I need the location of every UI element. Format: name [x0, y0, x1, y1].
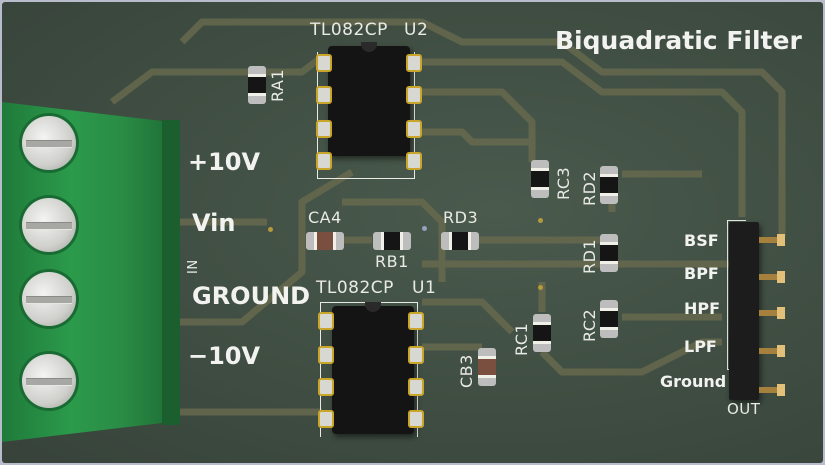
input-terminal-block[interactable]	[2, 102, 182, 442]
via	[422, 226, 427, 231]
out-label-bpf: BPF	[684, 264, 719, 283]
resistor-rc3[interactable]	[531, 160, 549, 198]
connector-ref-out: OUT	[727, 400, 761, 418]
pin-label-minus10v: −10V	[188, 342, 261, 370]
capacitor-cb3[interactable]	[478, 348, 496, 386]
pin-label-vin: Vin	[192, 209, 236, 237]
resistor-ra1[interactable]	[248, 66, 266, 104]
resistor-rc2[interactable]	[600, 300, 618, 338]
resistor-rc1[interactable]	[533, 314, 551, 352]
ic-u1-ref: U1	[412, 278, 437, 298]
board-title: Biquadratic Filter	[555, 26, 802, 55]
out-label-ground: Ground	[660, 372, 727, 391]
pin-label-plus10v: +10V	[188, 148, 261, 176]
label-rc2: RC2	[580, 308, 599, 342]
via	[268, 227, 273, 232]
trace	[179, 18, 786, 237]
ic-u1[interactable]	[332, 302, 414, 434]
via	[538, 218, 543, 223]
via	[538, 285, 543, 290]
header-pin-hpf[interactable]	[759, 307, 785, 319]
trace	[342, 198, 446, 282]
header-pin-bsf[interactable]	[759, 234, 785, 246]
label-rd3: RD3	[443, 208, 479, 227]
resistor-rb1[interactable]	[373, 232, 411, 250]
header-pin-lpf[interactable]	[759, 345, 785, 357]
label-ra1: RA1	[268, 68, 287, 102]
trace	[422, 88, 536, 162]
pin-label-ground: GROUND	[192, 282, 311, 310]
out-label-bsf: BSF	[684, 231, 719, 250]
ic-u2-value: TL082CP	[310, 20, 388, 40]
label-cb3: CB3	[457, 354, 476, 388]
trace	[422, 298, 515, 335]
label-rc1: RC1	[512, 322, 531, 356]
label-ca4: CA4	[308, 208, 342, 227]
trace	[422, 128, 532, 146]
trace	[422, 58, 746, 217]
label-rd2: RD2	[580, 170, 599, 206]
out-label-hpf: HPF	[684, 299, 721, 318]
screw-terminal-4[interactable]	[22, 354, 76, 408]
label-rb1: RB1	[375, 252, 409, 271]
trace	[109, 54, 325, 105]
capacitor-ca4[interactable]	[306, 232, 344, 250]
connector-ref-in: IN	[186, 259, 201, 274]
screw-terminal-3[interactable]	[22, 272, 76, 326]
resistor-rd3[interactable]	[441, 232, 479, 250]
trace	[172, 168, 354, 326]
ic-u1-value: TL082CP	[316, 278, 394, 298]
label-rd1: RD1	[580, 238, 599, 274]
ic-u2[interactable]	[328, 42, 410, 156]
resistor-rd2[interactable]	[600, 166, 618, 204]
label-rc3: RC3	[554, 166, 573, 200]
screw-terminal-1[interactable]	[22, 116, 76, 170]
resistor-rd1[interactable]	[600, 234, 618, 272]
trace	[539, 338, 722, 376]
output-pin-header[interactable]	[729, 222, 759, 400]
ic-u2-ref: U2	[404, 20, 429, 40]
out-label-lpf: LPF	[684, 337, 717, 356]
header-pin-bpf[interactable]	[759, 271, 785, 283]
header-pin-ground[interactable]	[759, 384, 785, 396]
screw-terminal-2[interactable]	[22, 198, 76, 252]
